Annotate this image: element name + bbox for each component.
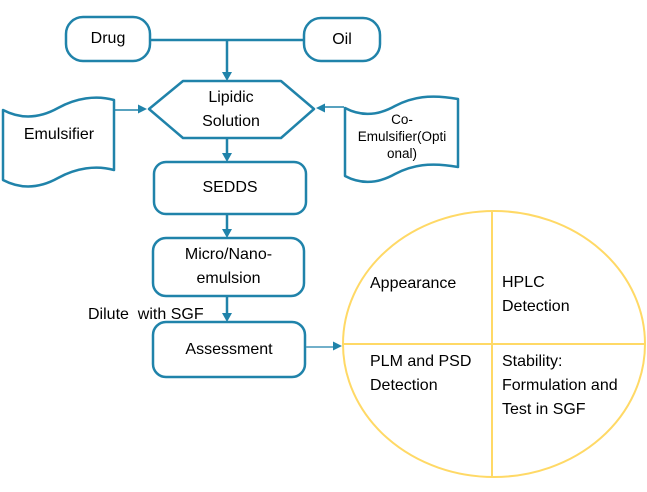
assessment-node — [151, 320, 307, 379]
arrow-left-co-emulsifier-icon — [316, 103, 325, 113]
assessment-label: Assessment — [185, 340, 273, 358]
quadrant-stability-label: Stability: Formulation and Test in SGF — [502, 353, 618, 418]
emulsifier-label: Emulsifier — [23, 126, 95, 143]
sedds-node — [152, 160, 308, 216]
oil-label: Oil — [332, 30, 352, 48]
arrow-down-to-assessment-icon — [222, 313, 232, 322]
dilute-sgf-label: Dilute with SGF — [88, 306, 204, 323]
co-emulsifier-node — [343, 95, 460, 183]
drug-label: Drug — [90, 30, 126, 47]
micro-nano-emulsion-label: Micro/Nano- emulsion — [184, 246, 273, 287]
arrow-down-to-micro-icon — [222, 229, 232, 238]
quadrant-appearance-label: Appearance — [370, 275, 457, 292]
quadrant-plm-psd-label: PLM and PSD Detection — [370, 353, 472, 394]
lipidic-solution-node — [147, 79, 316, 140]
arrow-right-emulsifier-icon — [138, 104, 147, 114]
emulsifier-node — [1, 96, 116, 188]
quadrant-hplc-label: HPLC Detection — [502, 274, 570, 315]
arrow-right-assessment-icon — [333, 341, 342, 351]
arrow-down-to-lipidic-icon — [222, 72, 232, 81]
sedds-label: SEDDS — [202, 179, 258, 196]
micro-nano-emulsion-node — [151, 236, 306, 298]
co-emulsifier-label: Co- Emulsifier(Opti onal) — [357, 111, 447, 161]
arrow-down-to-sedds-icon — [222, 153, 232, 162]
lipidic-solution-label: Lipidic Solution — [202, 88, 260, 130]
